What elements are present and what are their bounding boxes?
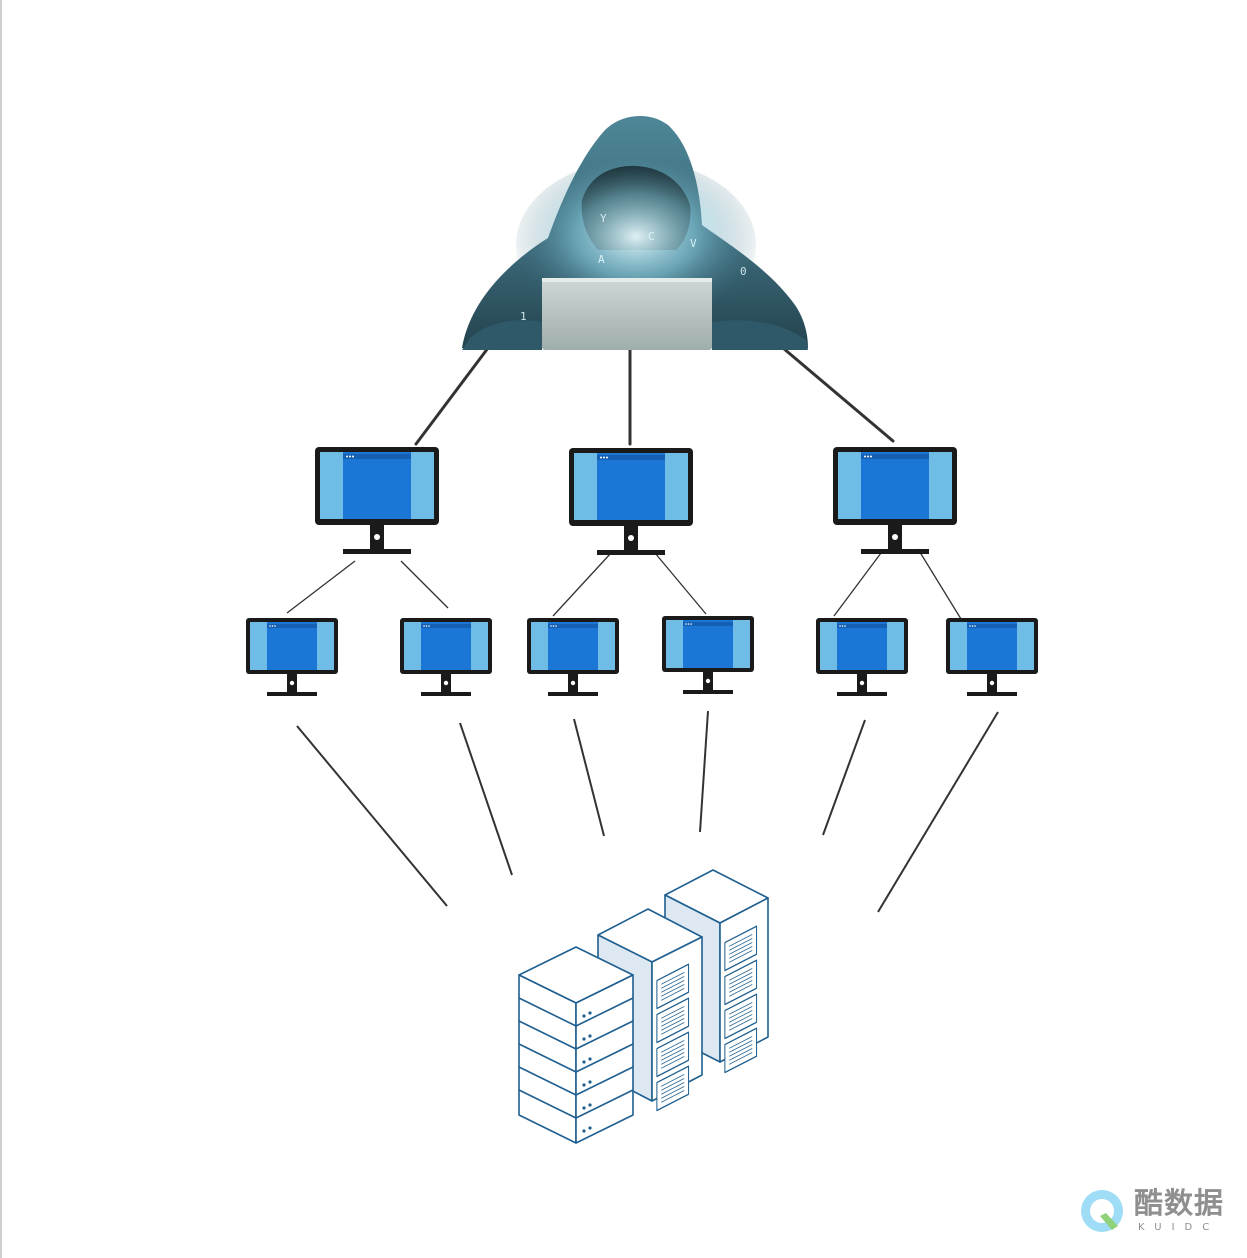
monitor-icon — [400, 618, 492, 696]
relay-connectors — [287, 549, 961, 619]
monitor-icon — [946, 618, 1038, 696]
monitor-icon — [833, 447, 957, 554]
svg-text:A: A — [598, 253, 605, 266]
hacker-icon: Y C V A 0 1 A T — [462, 116, 808, 350]
attack-connectors — [297, 711, 998, 912]
monitor-icon — [246, 618, 338, 696]
svg-text:C: C — [648, 230, 655, 243]
server-stack-front — [519, 947, 633, 1143]
server-icon — [519, 870, 768, 1143]
watermark-brand-en: KUIDC — [1138, 1222, 1219, 1234]
monitor-icon — [569, 448, 693, 555]
svg-text:Y: Y — [600, 212, 607, 225]
monitor-icon — [315, 447, 439, 554]
watermark: 酷数据 KUIDC — [1078, 1186, 1238, 1242]
monitor-icon — [816, 618, 908, 696]
watermark-brand-cn: 酷数据 — [1134, 1186, 1224, 1220]
kuidc-logo-icon — [1078, 1186, 1130, 1238]
svg-text:0: 0 — [740, 265, 747, 278]
zombie-computers — [246, 616, 1038, 696]
attacker-connectors — [416, 348, 893, 444]
monitor-icon — [662, 616, 754, 694]
relay-computers — [315, 447, 957, 555]
svg-text:V: V — [690, 237, 697, 250]
monitor-icon — [527, 618, 619, 696]
connector-attacker-to-pc-1 — [416, 348, 488, 444]
connector-attacker-to-pc-3 — [783, 348, 893, 441]
